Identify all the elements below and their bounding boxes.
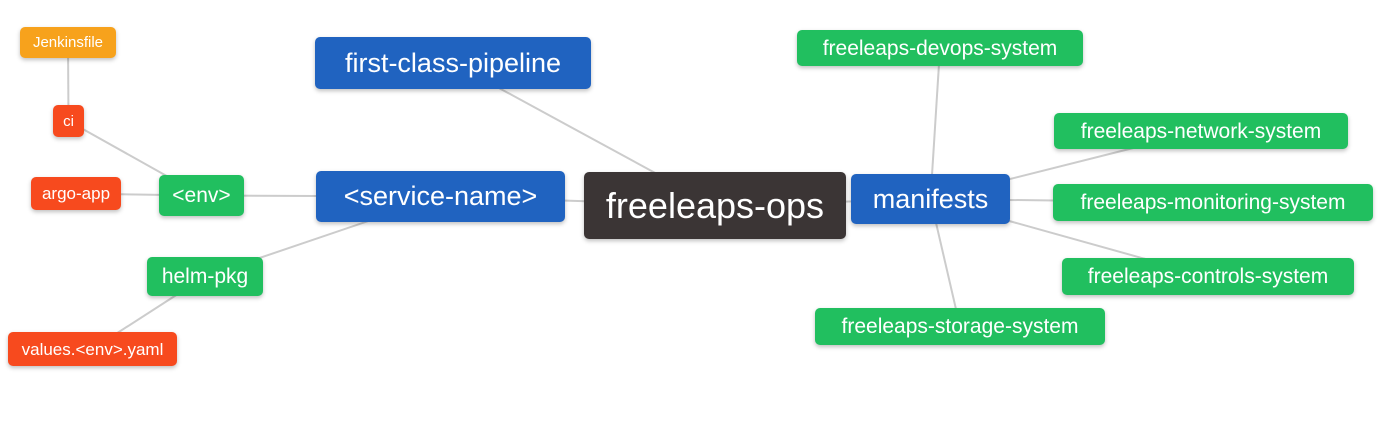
node-freeleaps-devops-system[interactable]: freeleaps-devops-system bbox=[797, 30, 1083, 66]
node-helm-pkg[interactable]: helm-pkg bbox=[147, 257, 263, 296]
node-first-class-pipeline[interactable]: first-class-pipeline bbox=[315, 37, 591, 89]
node-freeleaps-controls-system[interactable]: freeleaps-controls-system bbox=[1062, 258, 1354, 295]
node-freeleaps-storage-system[interactable]: freeleaps-storage-system bbox=[815, 308, 1105, 345]
node-env[interactable]: <env> bbox=[159, 175, 244, 216]
node-values-env-yaml[interactable]: values.<env>.yaml bbox=[8, 332, 177, 366]
node-service-name[interactable]: <service-name> bbox=[316, 171, 565, 222]
node-jenkinsfile[interactable]: Jenkinsfile bbox=[20, 27, 116, 58]
node-freeleaps-network-system[interactable]: freeleaps-network-system bbox=[1054, 113, 1348, 149]
node-argo-app[interactable]: argo-app bbox=[31, 177, 121, 210]
node-ci[interactable]: ci bbox=[53, 105, 84, 137]
node-freeleaps-ops[interactable]: freeleaps-ops bbox=[584, 172, 846, 239]
node-manifests[interactable]: manifests bbox=[851, 174, 1010, 224]
node-freeleaps-monitoring-system[interactable]: freeleaps-monitoring-system bbox=[1053, 184, 1373, 221]
edge-manifests--freeleaps-devops-system bbox=[929, 47, 941, 200]
